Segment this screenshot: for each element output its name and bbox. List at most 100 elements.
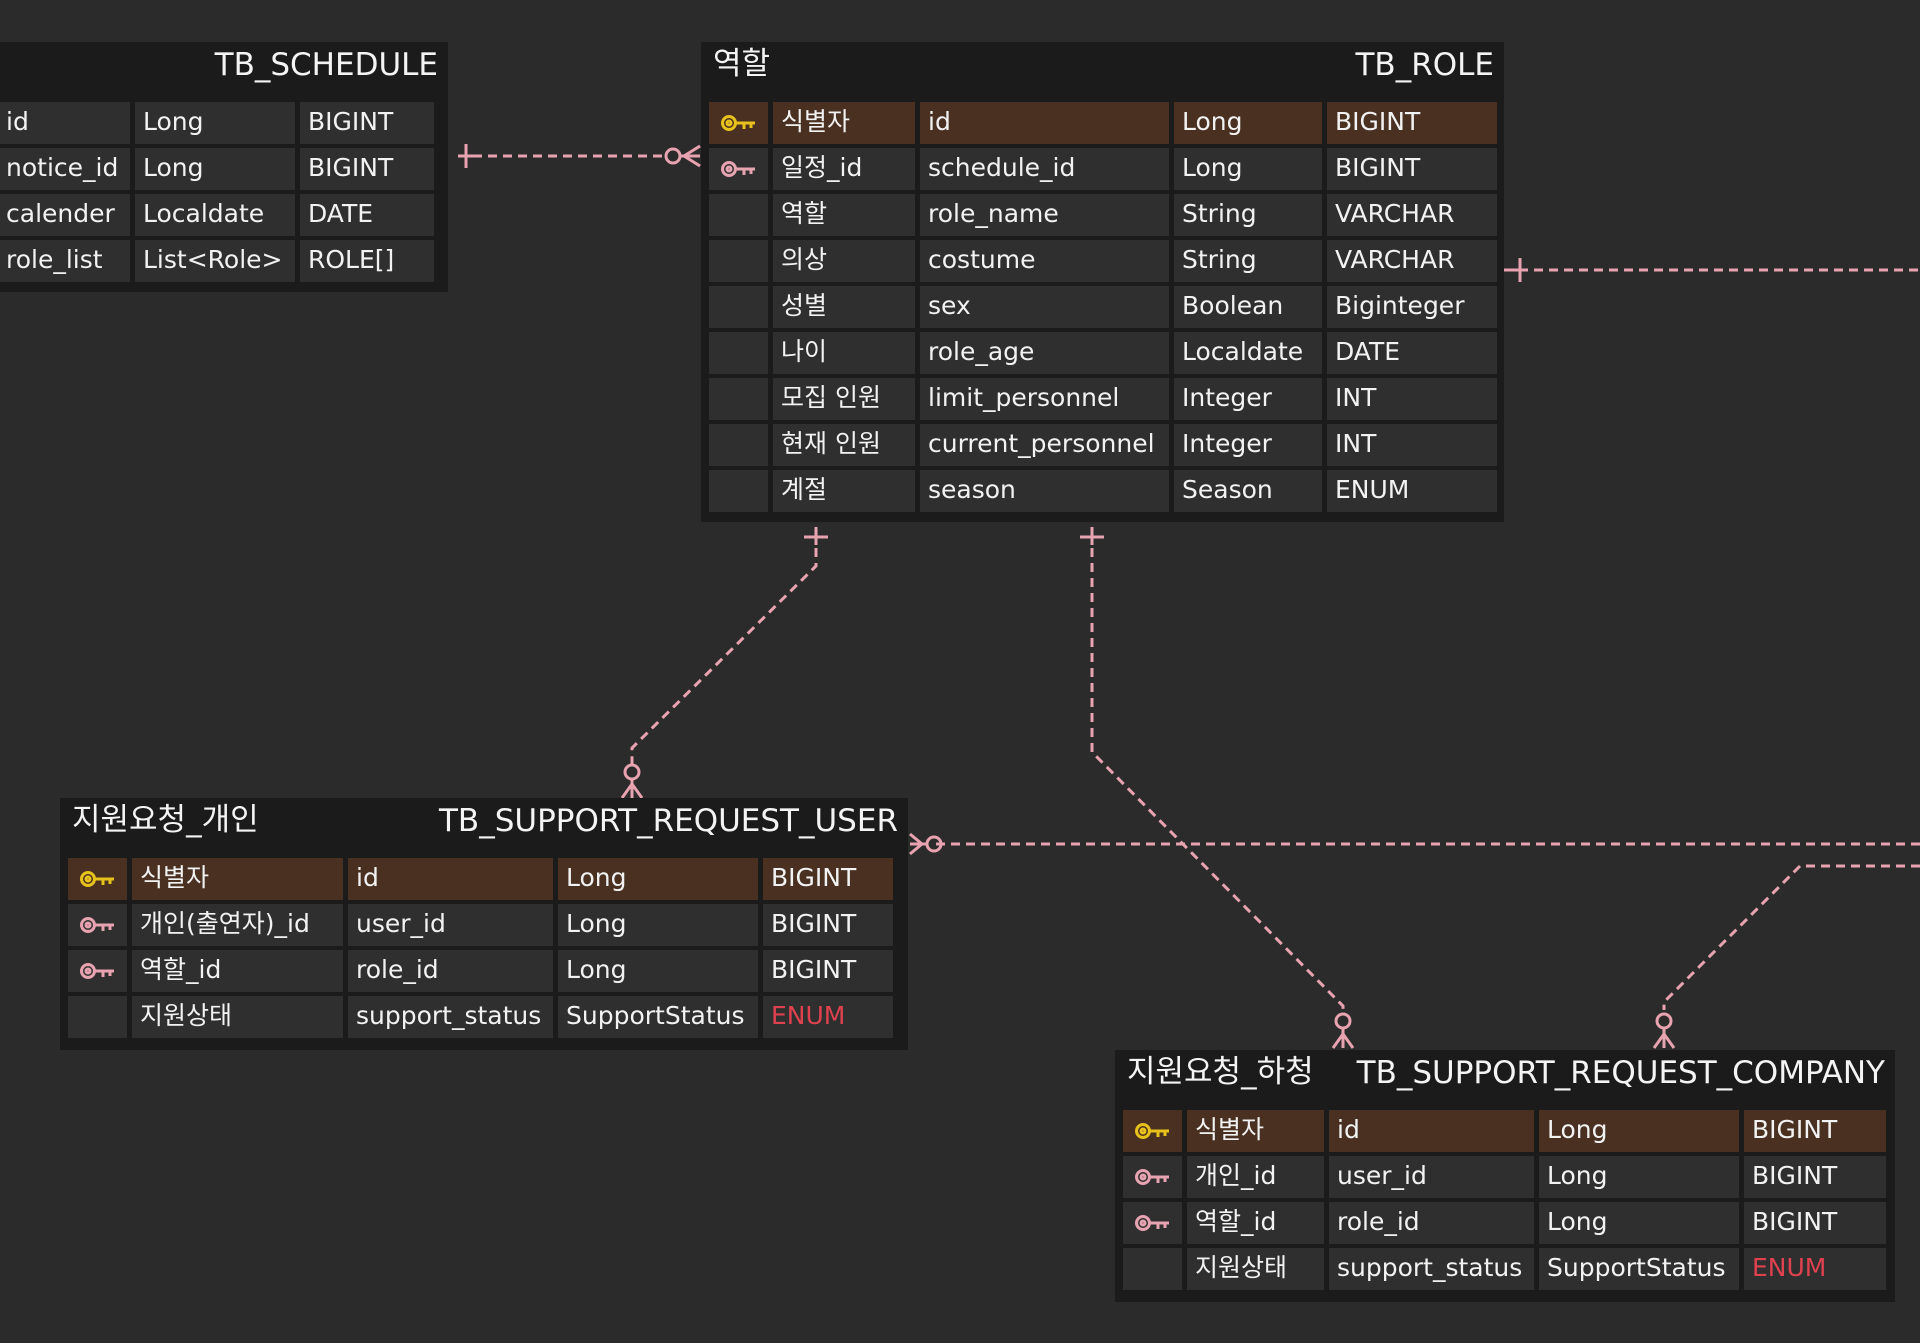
column-cell: limit_personnel	[920, 378, 1169, 420]
primary-key-icon	[709, 102, 768, 144]
crowfoot-marker-support-company-right	[1652, 1012, 1676, 1049]
column-cell: notice_id	[0, 148, 130, 190]
relation-role-support-user	[630, 533, 818, 770]
column-cell: VARCHAR	[1327, 240, 1497, 282]
column-cell: season	[920, 470, 1169, 512]
column-cell: Biginteger	[1327, 286, 1497, 328]
column-cell: 의상	[773, 240, 915, 282]
column-cell: 역할_id	[1187, 1202, 1324, 1244]
column-cell: DATE	[1327, 332, 1497, 374]
column-cell: String	[1174, 240, 1322, 282]
column-cell: Long	[558, 950, 758, 992]
primary-key-icon	[1123, 1110, 1182, 1152]
key-cell	[68, 996, 127, 1038]
column-cell: support_status	[348, 996, 553, 1038]
column-cell: ENUM	[1744, 1248, 1886, 1290]
column-cell: BIGINT	[763, 858, 893, 900]
column-cell: Season	[1174, 470, 1322, 512]
column-cell: id	[348, 858, 553, 900]
column-cell: 일정_id	[773, 148, 915, 190]
logical-name: 지원요청_하청	[1127, 1054, 1314, 1090]
foreign-key-icon	[709, 148, 768, 190]
column-cell: Long	[135, 102, 295, 144]
key-cell	[709, 378, 768, 420]
column-cell: 나이	[773, 332, 915, 374]
column-cell: ROLE[]	[300, 240, 434, 282]
column-cell: 역할	[773, 194, 915, 236]
column-cell: role_age	[920, 332, 1169, 374]
column-cell: Integer	[1174, 424, 1322, 466]
logical-name: 역할	[713, 46, 771, 82]
column-cell: costume	[920, 240, 1169, 282]
foreign-key-icon	[1123, 1202, 1182, 1244]
column-cell: BIGINT	[1744, 1202, 1886, 1244]
column-cell: 개인_id	[1187, 1156, 1324, 1198]
relation-offpage-support-company	[1662, 864, 1920, 1010]
column-cell: Long	[135, 148, 295, 190]
key-cell	[1123, 1248, 1182, 1290]
column-cell: 개인(출연자)_id	[132, 904, 343, 946]
column-cell: 지원상태	[132, 996, 343, 1038]
column-cell: String	[1174, 194, 1322, 236]
physical-name: TB_ROLE	[1355, 47, 1494, 83]
column-cell: List<Role>	[135, 240, 295, 282]
column-cell: Long	[1174, 102, 1322, 144]
column-cell: Boolean	[1174, 286, 1322, 328]
column-cell: sex	[920, 286, 1169, 328]
column-cell: BIGINT	[300, 148, 434, 190]
physical-name: TB_SCHEDULE	[214, 47, 438, 83]
key-cell	[709, 332, 768, 374]
crowfoot-marker-support-company-left	[1331, 1012, 1355, 1049]
column-cell: SupportStatus	[558, 996, 758, 1038]
crowfoot-marker-role-left	[664, 144, 701, 168]
column-cell: VARCHAR	[1327, 194, 1497, 236]
column-cell: DATE	[300, 194, 434, 236]
column-cell: role_list	[0, 240, 130, 282]
crowfoot-marker-support-user-top	[620, 763, 644, 799]
column-cell: Long	[558, 904, 758, 946]
column-cell: current_personnel	[920, 424, 1169, 466]
column-cell: SupportStatus	[1539, 1248, 1739, 1290]
column-cell: Integer	[1174, 378, 1322, 420]
column-cell: 역할_id	[132, 950, 343, 992]
column-cell: Long	[1539, 1110, 1739, 1152]
column-cell: Long	[558, 858, 758, 900]
column-cell: 현재 인원	[773, 424, 915, 466]
column-cell: support_status	[1329, 1248, 1534, 1290]
column-cell: calender	[0, 194, 130, 236]
primary-key-icon	[68, 858, 127, 900]
key-cell	[709, 470, 768, 512]
column-cell: BIGINT	[1744, 1110, 1886, 1152]
foreign-key-icon	[68, 904, 127, 946]
